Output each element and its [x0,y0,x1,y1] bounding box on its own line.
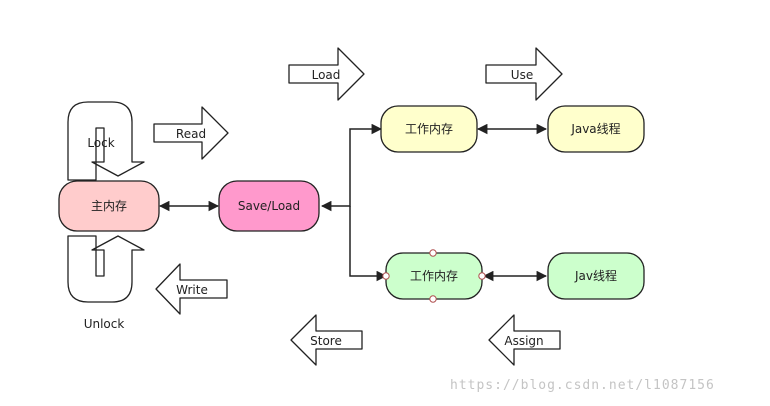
java-thread-bottom-node [547,252,645,300]
read-block-arrow [153,106,229,160]
write-block-arrow [155,263,228,315]
load-label: Load [312,68,341,82]
working-memory-bottom-label: 工作内存 [410,269,458,283]
unlock-loop-arrow [67,235,145,303]
save-load-label: Save/Load [238,199,300,213]
store-label: Store [310,334,342,348]
main-memory-label: 主内存 [91,199,127,213]
unlock-label: Unlock [84,317,125,331]
working-memory-top-node [380,105,478,153]
main-memory-node [58,180,160,232]
selection-handle-left[interactable] [382,272,390,280]
use-block-arrow [485,47,563,101]
lock-loop-arrow [67,101,145,181]
watermark-url: https://blog.csdn.net/l1087156 [450,378,715,393]
java-thread-bottom-label: Jav线程 [574,268,617,283]
selection-handle-top[interactable] [429,249,437,257]
working-memory-top-label: 工作内存 [405,122,453,136]
read-label: Read [176,127,206,141]
selection-handle-right[interactable] [478,272,486,280]
java-thread-top-label: Java线程 [570,121,620,136]
connector-saveload-top [320,123,383,212]
write-label: Write [176,283,208,297]
store-block-arrow [290,314,363,366]
assign-label: Assign [504,334,543,348]
selection-handle-bottom[interactable] [429,295,437,303]
lock-label: Lock [87,136,114,150]
assign-block-arrow [488,314,561,366]
use-label: Use [511,68,533,82]
save-load-node [218,180,320,232]
load-block-arrow [288,47,365,101]
java-thread-top-node [547,105,645,153]
connector-saveload-bottom [349,206,388,282]
